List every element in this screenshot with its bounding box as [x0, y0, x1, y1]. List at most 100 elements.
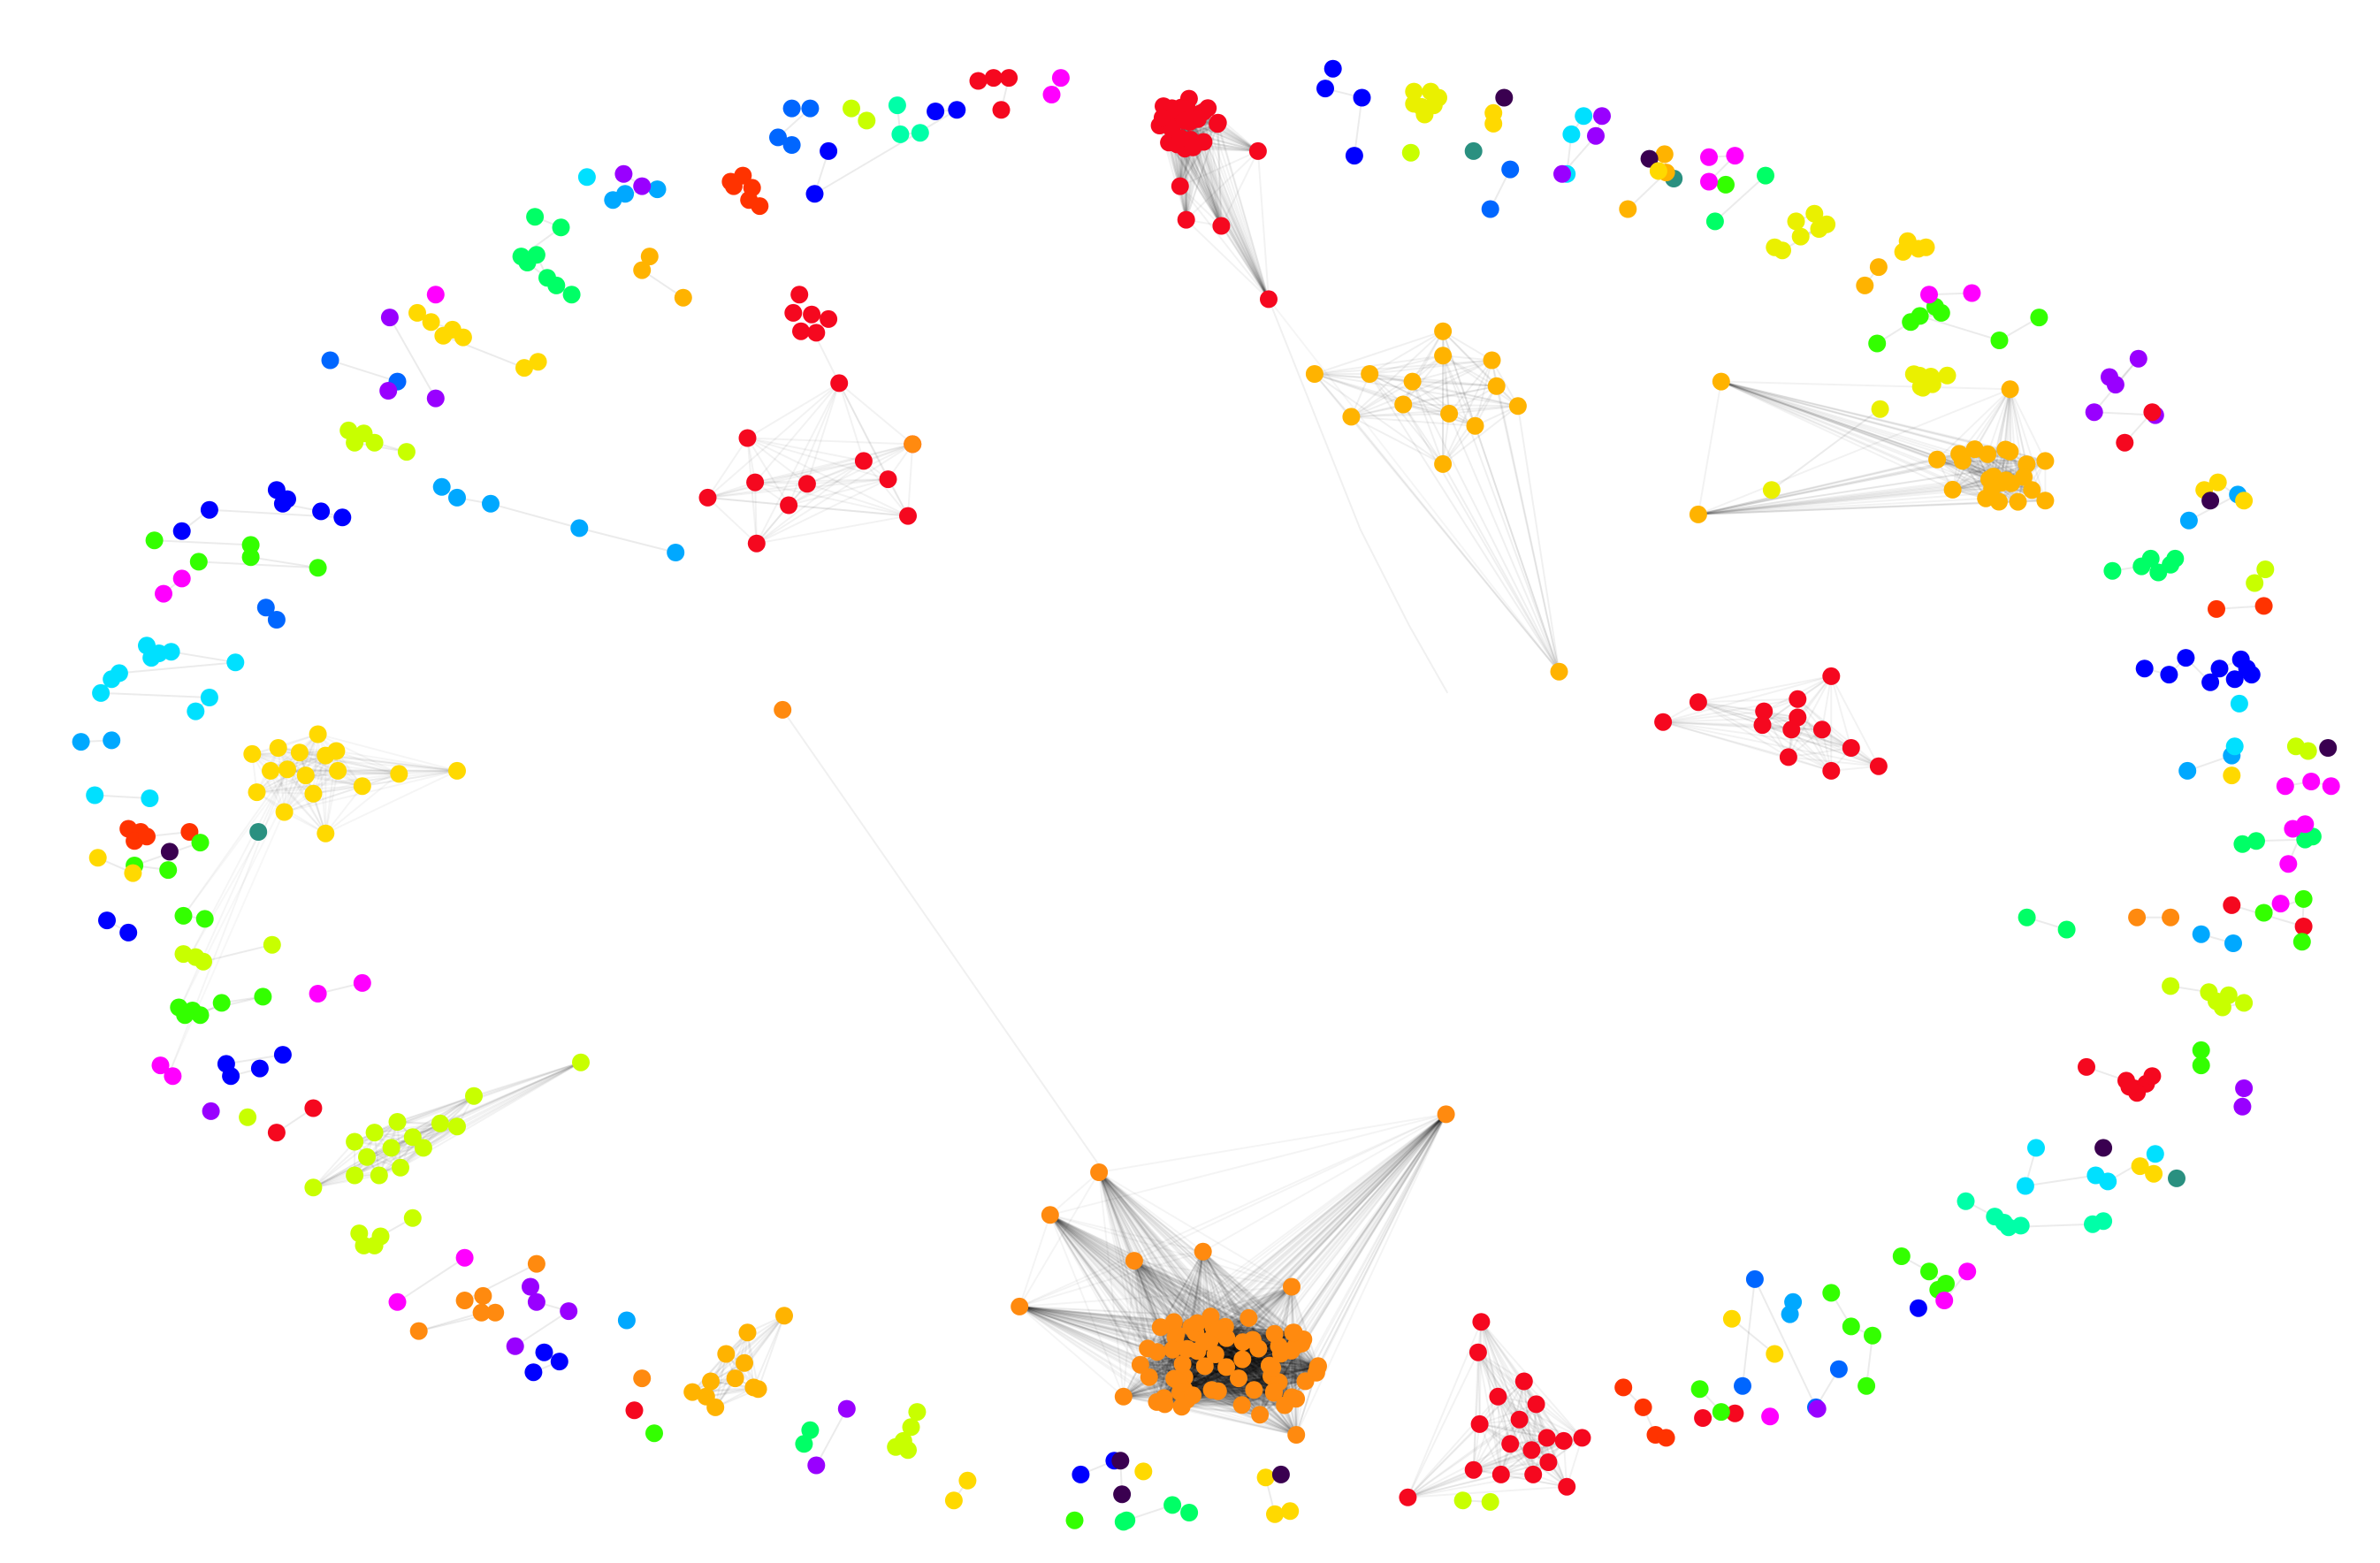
graph-edge [1098, 1171, 1188, 1400]
graph-edge [1133, 1260, 1193, 1328]
graph-node [1151, 1318, 1170, 1337]
graph-edge [1252, 1113, 1447, 1341]
graph-edge [1049, 1214, 1276, 1335]
graph-edge [1225, 1353, 1282, 1369]
graph-edge [1217, 1345, 1280, 1392]
graph-edge [1174, 1365, 1319, 1380]
graph-edge [1201, 1251, 1250, 1319]
graph-edge [1098, 1171, 1285, 1407]
graph-edge [1049, 1214, 1184, 1365]
graph-node [1287, 1426, 1306, 1444]
graph-edge [1302, 1113, 1447, 1340]
graph-edge [1018, 1306, 1183, 1408]
graph-edge [1133, 1260, 1293, 1334]
graph-edge [1098, 1171, 1150, 1377]
graph-edge [1133, 1260, 1158, 1353]
graph-node [1287, 1390, 1306, 1408]
graph-edge [1140, 1363, 1205, 1368]
graph-edge [1184, 1381, 1279, 1391]
graph-edge [1201, 1251, 1240, 1379]
graph-edge [1242, 1358, 1318, 1369]
graph-edge [1133, 1260, 1176, 1379]
graph-edge [1182, 1381, 1279, 1390]
graph-edge [1247, 1113, 1447, 1319]
graph-edge [1018, 1305, 1187, 1351]
graph-edge [1175, 1113, 1447, 1335]
graph-edge [1190, 1251, 1204, 1328]
graph-edge [1148, 1376, 1240, 1380]
graph-edge [1049, 1214, 1196, 1334]
graph-edge [815, 1408, 848, 1466]
graph-edge [1174, 1366, 1318, 1380]
graph-edge [1771, 408, 1881, 492]
graph-edge [1201, 1251, 1212, 1317]
graph-edge [1184, 1367, 1273, 1391]
graph-edge [1049, 1214, 1192, 1328]
graph-edge [1210, 1317, 1250, 1391]
graph-edge [1182, 1364, 1270, 1390]
graph-edge [1225, 1337, 1275, 1394]
graph-edge [1098, 1171, 1183, 1407]
graph-edge [1175, 1333, 1279, 1384]
graph-edge [1919, 315, 2000, 341]
graph-edge [1049, 1214, 1215, 1329]
graph-node [1114, 1387, 1133, 1406]
graph-edge [1133, 1260, 1174, 1351]
graph-edge [1049, 1214, 1194, 1396]
graph-edge [1218, 1328, 1319, 1368]
graph-edge [1123, 1364, 1270, 1398]
graph-edge [1184, 1375, 1272, 1391]
graph-edge [1049, 1214, 1177, 1335]
graph-edge [1049, 1214, 1293, 1352]
graph-edge [1133, 1260, 1150, 1377]
graph-edge [1098, 1171, 1250, 1319]
graph-node [1245, 1381, 1263, 1399]
graph-node [1233, 1350, 1252, 1369]
graph-edge [1209, 1113, 1447, 1317]
graph-edge [1156, 1351, 1243, 1407]
graph-edge [1049, 1214, 1279, 1347]
graph-edges [80, 68, 2331, 1523]
graph-edge [1018, 1305, 1158, 1353]
graph-edge [1019, 1305, 1176, 1338]
graph-edge [1269, 1113, 1447, 1367]
graph-edge [907, 444, 914, 516]
graph-edge [1098, 1171, 1254, 1341]
graph-edge [1442, 463, 1560, 673]
graph-node [1041, 1206, 1059, 1224]
graph-edge [1181, 1406, 1261, 1416]
graph-edge [1018, 1306, 1150, 1378]
graph-edge [101, 691, 210, 698]
graph-edge [1252, 1285, 1293, 1341]
graph-node [1249, 1339, 1268, 1358]
graph-edge [1184, 1371, 1316, 1378]
graph-edge [354, 1061, 582, 1177]
graph-edge [1123, 1365, 1319, 1398]
graph-edge [1123, 1351, 1158, 1398]
graph-node [1139, 1339, 1157, 1358]
graph-edge [1098, 1171, 1211, 1341]
graph-edge [1098, 1171, 1270, 1367]
graph-edge [1194, 1113, 1447, 1334]
graph-edge [171, 651, 236, 664]
graph-edge [1098, 1171, 1212, 1317]
graph-edge [1098, 1171, 1141, 1365]
graph-edge [1184, 1364, 1270, 1391]
graph-edge [1224, 1285, 1293, 1328]
graph-edge [1049, 1214, 1272, 1377]
graph-edge [706, 497, 758, 545]
graph-node [1195, 1357, 1214, 1376]
graph-edge [1049, 1214, 1183, 1407]
graph-node [1195, 1333, 1214, 1351]
graph-edge [1186, 1399, 1261, 1416]
graph-edge [1192, 1394, 1261, 1416]
graph-edge [1186, 1113, 1447, 1401]
graph-edge [1098, 1171, 1297, 1346]
graph-edge [1173, 1113, 1447, 1323]
graph-edge [1295, 1343, 1303, 1436]
graph-edge [1098, 1171, 1293, 1399]
graph-edge [1019, 1305, 1177, 1336]
graph-edge [1294, 1113, 1447, 1346]
graph-edge [1215, 1345, 1279, 1355]
